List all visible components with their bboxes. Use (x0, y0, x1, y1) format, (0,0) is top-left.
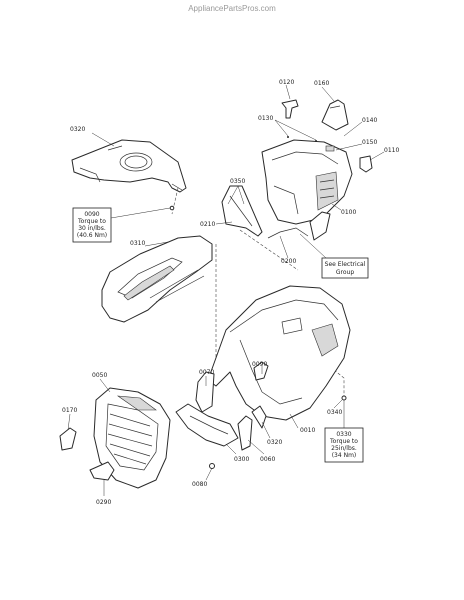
leader-0300 (225, 443, 237, 455)
note-torque-0330-part: 0330 (336, 431, 351, 438)
part-0320-panel (71, 139, 187, 193)
part-0050-grille (93, 387, 171, 489)
note-torque-0090-part: 0090 (84, 211, 99, 218)
part-0310-hood (101, 235, 213, 323)
leader-0210 (215, 221, 233, 225)
note-electrical-line1: See Electrical (325, 261, 366, 268)
note-torque-0330: 0330 Torque to 25in/lbs. (34 Nm) (324, 427, 364, 463)
leader-0310 (144, 241, 169, 247)
leader-0200 (279, 235, 289, 259)
label-0210: 0210 (200, 221, 215, 228)
leader-0060 (247, 439, 265, 455)
leader-electrical (299, 233, 327, 259)
part-0170-lens (59, 427, 77, 451)
part-0060-bracket (237, 415, 253, 451)
part-0120-knob (281, 99, 299, 119)
part-0160-cover (321, 99, 349, 131)
label-0110: 0110 (384, 147, 399, 154)
part-0090-clip (253, 361, 269, 381)
note-torque-0090-line1: Torque to (77, 218, 106, 225)
leader-0160 (321, 86, 335, 102)
leader-note-torque-0090 (110, 207, 171, 219)
part-0010-body (207, 285, 351, 421)
part-0110-switch (359, 155, 373, 173)
part-0100-dash-housing (261, 139, 353, 241)
label-0320-lower: 0320 (267, 439, 282, 446)
label-0340: 0340 (327, 409, 342, 416)
part-0290-emblem (89, 461, 115, 481)
part-0300-lower-bracket (175, 403, 239, 447)
label-0060: 0060 (260, 456, 275, 463)
label-0170: 0170 (62, 407, 77, 414)
part-0070-bracket (195, 371, 215, 413)
leader-0350-a (227, 185, 239, 205)
label-0080: 0080 (192, 481, 207, 488)
part-0340-screw (341, 395, 347, 401)
label-0150: 0150 (362, 139, 377, 146)
leader-0320 (91, 132, 115, 147)
label-0120: 0120 (279, 79, 294, 86)
leader-0350-b (237, 185, 245, 205)
label-0070: 0070 (199, 369, 214, 376)
label-0100: 0100 (341, 209, 356, 216)
leader-0130-a (274, 119, 289, 137)
leader-0130-b (274, 119, 317, 141)
part-0210-bracket (221, 185, 263, 237)
note-torque-0090-line3: (40.6 Nm) (77, 232, 107, 239)
label-0350: 0350 (230, 178, 245, 185)
leader-0080 (205, 467, 213, 481)
label-0200: 0200 (281, 258, 296, 265)
label-0320: 0320 (70, 126, 85, 133)
leader-0110 (369, 151, 385, 161)
note-electrical-line2: Group (336, 269, 354, 276)
note-torque-0330-line2: 25in/lbs. (331, 445, 357, 452)
label-0310: 0310 (130, 240, 145, 247)
note-torque-0330-line3: (34 Nm) (332, 452, 357, 459)
label-0290: 0290 (96, 499, 111, 506)
label-0050: 0050 (92, 372, 107, 379)
part-0200-wire (267, 227, 309, 239)
watermark-text: AppliancePartsPros.com (188, 4, 276, 13)
label-0300: 0300 (234, 456, 249, 463)
label-0010: 0010 (300, 427, 315, 434)
label-0090: 0090 (252, 361, 267, 368)
leader-0170 (67, 413, 71, 431)
dashed-line-3 (239, 229, 299, 271)
part-0080-screw (209, 463, 215, 469)
leader-0320-lower (261, 421, 271, 439)
dashed-line-4 (333, 369, 345, 398)
leader-0120 (285, 84, 291, 100)
label-0140: 0140 (362, 117, 377, 124)
note-torque-0330-line1: Torque to (329, 438, 358, 445)
label-0160: 0160 (314, 80, 329, 87)
label-0130: 0130 (258, 115, 273, 122)
leader-0150 (335, 143, 363, 151)
note-torque-0090-line2: 30 in/lbs. (78, 225, 106, 232)
leader-0140 (343, 121, 363, 137)
leader-0100 (331, 203, 342, 211)
note-electrical: See Electrical Group (321, 257, 369, 279)
note-torque-0090: 0090 Torque to 30 in/lbs. (40.6 Nm) (72, 207, 112, 243)
leader-0010 (289, 413, 299, 429)
part-0150-clip (325, 145, 335, 152)
part-0090-screw (169, 205, 175, 211)
leader-0340 (333, 399, 343, 409)
leader-0050 (99, 378, 111, 393)
